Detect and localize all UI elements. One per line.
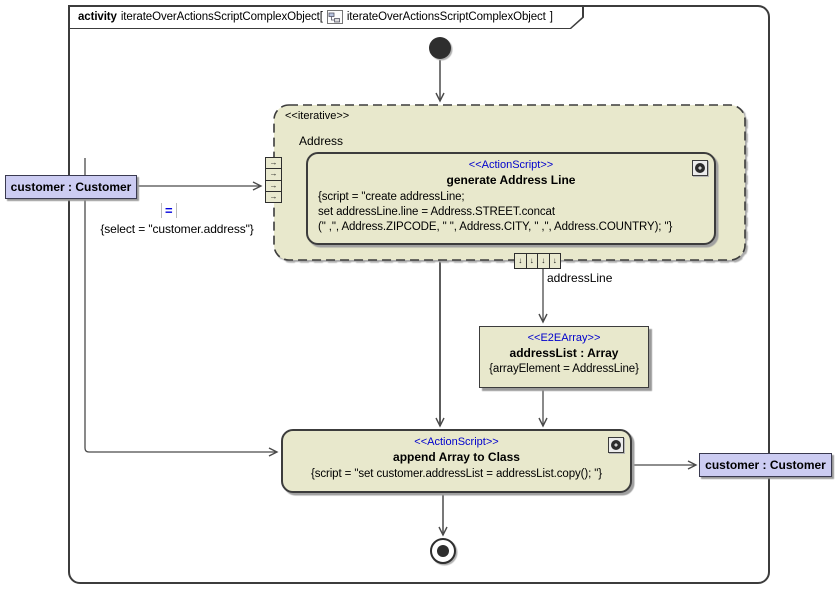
iterative-expansion-region: <<iterative>> Address <<ActionScript>> g… — [273, 104, 746, 261]
gear-icon — [695, 163, 705, 173]
frame-diagram-name: iterateOverActionsScriptComplexObject — [346, 11, 546, 23]
append-action-stereotype: <<ActionScript>> — [414, 436, 499, 448]
addresslist-array-object-node: <<E2EArray>> addressList : Array {arrayE… — [479, 326, 649, 388]
customer-input-object-node: customer : Customer — [5, 175, 137, 199]
expansion-arrow-icon: ↓ — [527, 254, 538, 268]
frame-title-pentagon: activity iterateOverActionsScriptComplex… — [68, 5, 584, 29]
frame-activity-name: iterateOverActionsScriptComplexObject[ — [120, 11, 323, 23]
arraynode-name: addressList : Array — [509, 346, 619, 360]
expansion-arrow-icon: ↓ — [538, 254, 550, 268]
expansion-arrow-icon: → — [266, 169, 281, 181]
customer-input-label: customer : Customer — [10, 180, 132, 194]
generate-action-script: {script = "create addressLine; set addre… — [308, 190, 714, 235]
frame-close-bracket: ] — [549, 11, 553, 23]
append-action-script: {script = "set customer.addressList = ad… — [310, 468, 603, 480]
region-stereotype: <<iterative>> — [285, 110, 350, 122]
generate-action-stereotype: <<ActionScript>> — [468, 159, 554, 171]
script-line: {script = "create addressLine; — [318, 191, 465, 203]
script-line: set addressLine.line = Address.STREET.co… — [318, 206, 555, 218]
append-action-name: append Array to Class — [393, 450, 520, 464]
expansion-input-node: → → → → — [265, 157, 282, 203]
gear-icon — [611, 440, 621, 450]
frame-keyword: activity — [78, 11, 117, 23]
customer-output-object-node: customer : Customer — [699, 453, 832, 477]
script-line: (" ,", Address.ZIPCODE, " ", Address.CIT… — [318, 221, 673, 233]
append-array-to-class-action: <<ActionScript>> append Array to Class {… — [281, 429, 632, 493]
activity-diagram-icon — [327, 10, 343, 24]
activity-final-node — [430, 538, 456, 564]
initial-node — [429, 37, 451, 59]
selection-constraint: {select = "customer.address"} — [100, 222, 254, 236]
activity-diagram-icon-glyph — [328, 12, 341, 23]
region-expansion-label: Address — [299, 134, 344, 148]
arraynode-stereotype: <<E2EArray>> — [527, 332, 601, 344]
action-behavior-icon — [608, 437, 624, 453]
selection-equals-icon: = — [161, 203, 177, 218]
customer-output-label: customer : Customer — [705, 458, 826, 472]
activity-frame — [68, 5, 770, 584]
expansion-arrow-icon: ↓ — [515, 254, 527, 268]
expansion-arrow-icon: → — [266, 181, 281, 192]
arraynode-constraint: {arrayElement = AddressLine} — [489, 363, 639, 375]
frame-title: activity iterateOverActionsScriptComplex… — [70, 7, 582, 28]
generate-address-line-action: <<ActionScript>> generate Address Line {… — [306, 152, 716, 245]
address-line-edge-label: addressLine — [547, 271, 613, 285]
expansion-arrow-icon: ↓ — [552, 256, 557, 265]
expansion-output-node: ↓ ↓ ↓ ↓ — [514, 253, 561, 269]
action-behavior-icon — [692, 160, 708, 176]
generate-action-name: generate Address Line — [446, 173, 576, 187]
expansion-arrow-icon: → — [266, 158, 281, 170]
expansion-arrow-icon: → — [269, 191, 278, 201]
activity-final-core — [437, 545, 449, 557]
